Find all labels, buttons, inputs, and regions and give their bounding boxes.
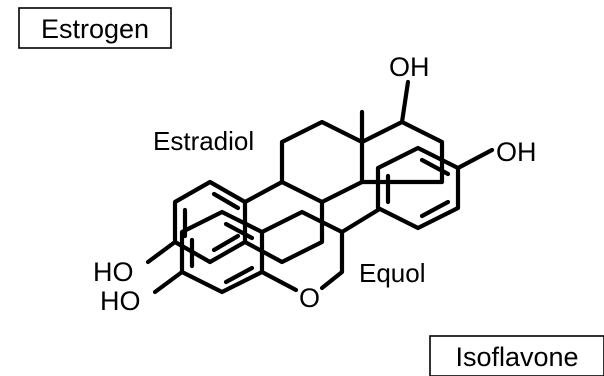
estradiol-ho-bond bbox=[145, 239, 178, 265]
atom-ho-left-upper: HO bbox=[93, 257, 134, 287]
isoflavone-box-frame bbox=[429, 335, 604, 376]
equol-ring-b-inner-bond bbox=[419, 199, 451, 219]
equol-ho-bond bbox=[152, 269, 185, 295]
estrogen-box-frame bbox=[18, 7, 172, 49]
label-isoflavone: Isoflavone bbox=[455, 342, 578, 372]
estrogen-label-box: Estrogen bbox=[18, 7, 172, 49]
equol-oh-bond bbox=[455, 147, 495, 171]
label-estrogen: Estrogen bbox=[41, 14, 149, 44]
atom-oh-top: OH bbox=[389, 52, 430, 82]
estradiol-ring-c bbox=[279, 119, 365, 205]
label-equol: Equol bbox=[359, 258, 426, 288]
label-estradiol: Estradiol bbox=[153, 126, 254, 156]
equol-ring-a-inner-bond bbox=[223, 265, 255, 285]
equol-oxygen-bond bbox=[259, 269, 299, 293]
isoflavone-label-box: Isoflavone bbox=[429, 335, 604, 376]
atom-oxygen: O bbox=[299, 283, 320, 313]
atom-oh-right: OH bbox=[496, 137, 537, 167]
equol-bridge-bond bbox=[339, 207, 381, 235]
equol-ring-a-inner-bond bbox=[223, 221, 255, 241]
equol-structure bbox=[152, 145, 495, 295]
estradiol-ring-a-inner-bond bbox=[211, 233, 241, 253]
atom-ho-left-lower: HO bbox=[100, 286, 141, 316]
equol-ring-b-inner-bond bbox=[419, 157, 451, 177]
estradiol-structure bbox=[145, 79, 445, 265]
estradiol-ring-a-inner-bond bbox=[211, 191, 241, 211]
estradiol-oh-bond bbox=[399, 79, 411, 125]
